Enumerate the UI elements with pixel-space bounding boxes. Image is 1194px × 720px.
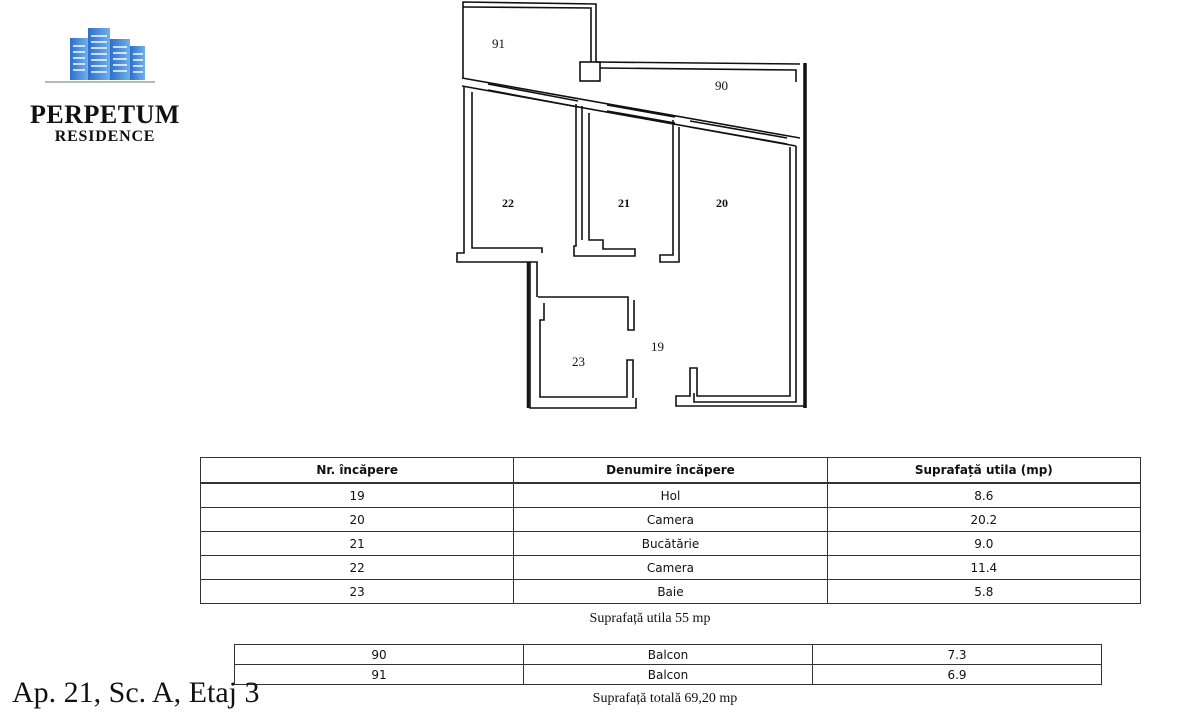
cell-area: 11.4 bbox=[826, 555, 1142, 580]
cell-room-name: Balcon bbox=[522, 664, 814, 685]
cell-room-name: Baie bbox=[513, 579, 828, 604]
usable-area-summary: Suprafață utila 55 mp bbox=[589, 611, 711, 626]
header-room-number: Nr. încăpere bbox=[199, 457, 515, 484]
table-row: 90 Balcon 7.3 bbox=[234, 644, 1102, 665]
room-label-91: 91 bbox=[492, 36, 505, 51]
table-row: 23 Baie 5.8 bbox=[199, 579, 1142, 604]
cell-room-number: 23 bbox=[199, 579, 515, 604]
room-label-22: 22 bbox=[502, 196, 514, 210]
cell-room-number: 90 bbox=[234, 644, 524, 665]
buildings-icon bbox=[45, 28, 155, 83]
table-row: 21 Bucătărie 9.0 bbox=[199, 531, 1142, 556]
cell-room-number: 21 bbox=[199, 531, 515, 556]
table-row: 20 Camera 20.2 bbox=[199, 507, 1142, 532]
total-area-summary: Suprafață totală 69,20 mp bbox=[592, 691, 738, 706]
room-label-19: 19 bbox=[651, 339, 664, 354]
floor-plan: 91 90 22 21 20 19 23 bbox=[450, 0, 820, 420]
header-room-name: Denumire încăpere bbox=[513, 457, 828, 484]
cell-room-number: 91 bbox=[234, 664, 524, 685]
cell-area: 7.3 bbox=[812, 644, 1102, 665]
table-row: 22 Camera 11.4 bbox=[199, 555, 1142, 580]
cell-room-number: 19 bbox=[199, 482, 515, 508]
cell-room-name: Balcon bbox=[522, 644, 814, 665]
cell-area: 8.6 bbox=[826, 482, 1142, 508]
cell-room-name: Camera bbox=[513, 507, 828, 532]
cell-area: 6.9 bbox=[812, 664, 1102, 685]
logo-subtitle: RESIDENCE bbox=[54, 128, 156, 145]
floor-plan-drawing bbox=[456, 1, 807, 409]
cell-area: 5.8 bbox=[826, 579, 1142, 604]
cell-area: 20.2 bbox=[826, 507, 1142, 532]
room-label-20: 20 bbox=[716, 196, 728, 210]
rooms-table: Nr. încăpere Denumire încăpere Suprafață… bbox=[199, 457, 1142, 604]
room-label-23: 23 bbox=[572, 354, 585, 369]
table-header-row: Nr. încăpere Denumire încăpere Suprafață… bbox=[199, 457, 1142, 484]
room-label-21: 21 bbox=[618, 196, 630, 210]
brand-logo: PERPETUM RESIDENCE bbox=[10, 22, 190, 145]
logo-title: PERPETUM bbox=[30, 100, 180, 129]
cell-room-number: 22 bbox=[199, 555, 515, 580]
cell-room-name: Hol bbox=[513, 482, 828, 508]
cell-room-name: Camera bbox=[513, 555, 828, 580]
room-label-90: 90 bbox=[715, 78, 728, 93]
cell-area: 9.0 bbox=[826, 531, 1142, 556]
cell-room-number: 20 bbox=[199, 507, 515, 532]
header-usable-area: Suprafață utila (mp) bbox=[826, 457, 1142, 484]
apartment-caption: Ap. 21, Sc. A, Etaj 3 bbox=[12, 676, 260, 709]
balcony-table: 90 Balcon 7.3 91 Balcon 6.9 bbox=[234, 644, 1102, 685]
table-row: 19 Hol 8.6 bbox=[199, 482, 1142, 508]
table-row: 91 Balcon 6.9 bbox=[234, 664, 1102, 685]
cell-room-name: Bucătărie bbox=[513, 531, 828, 556]
